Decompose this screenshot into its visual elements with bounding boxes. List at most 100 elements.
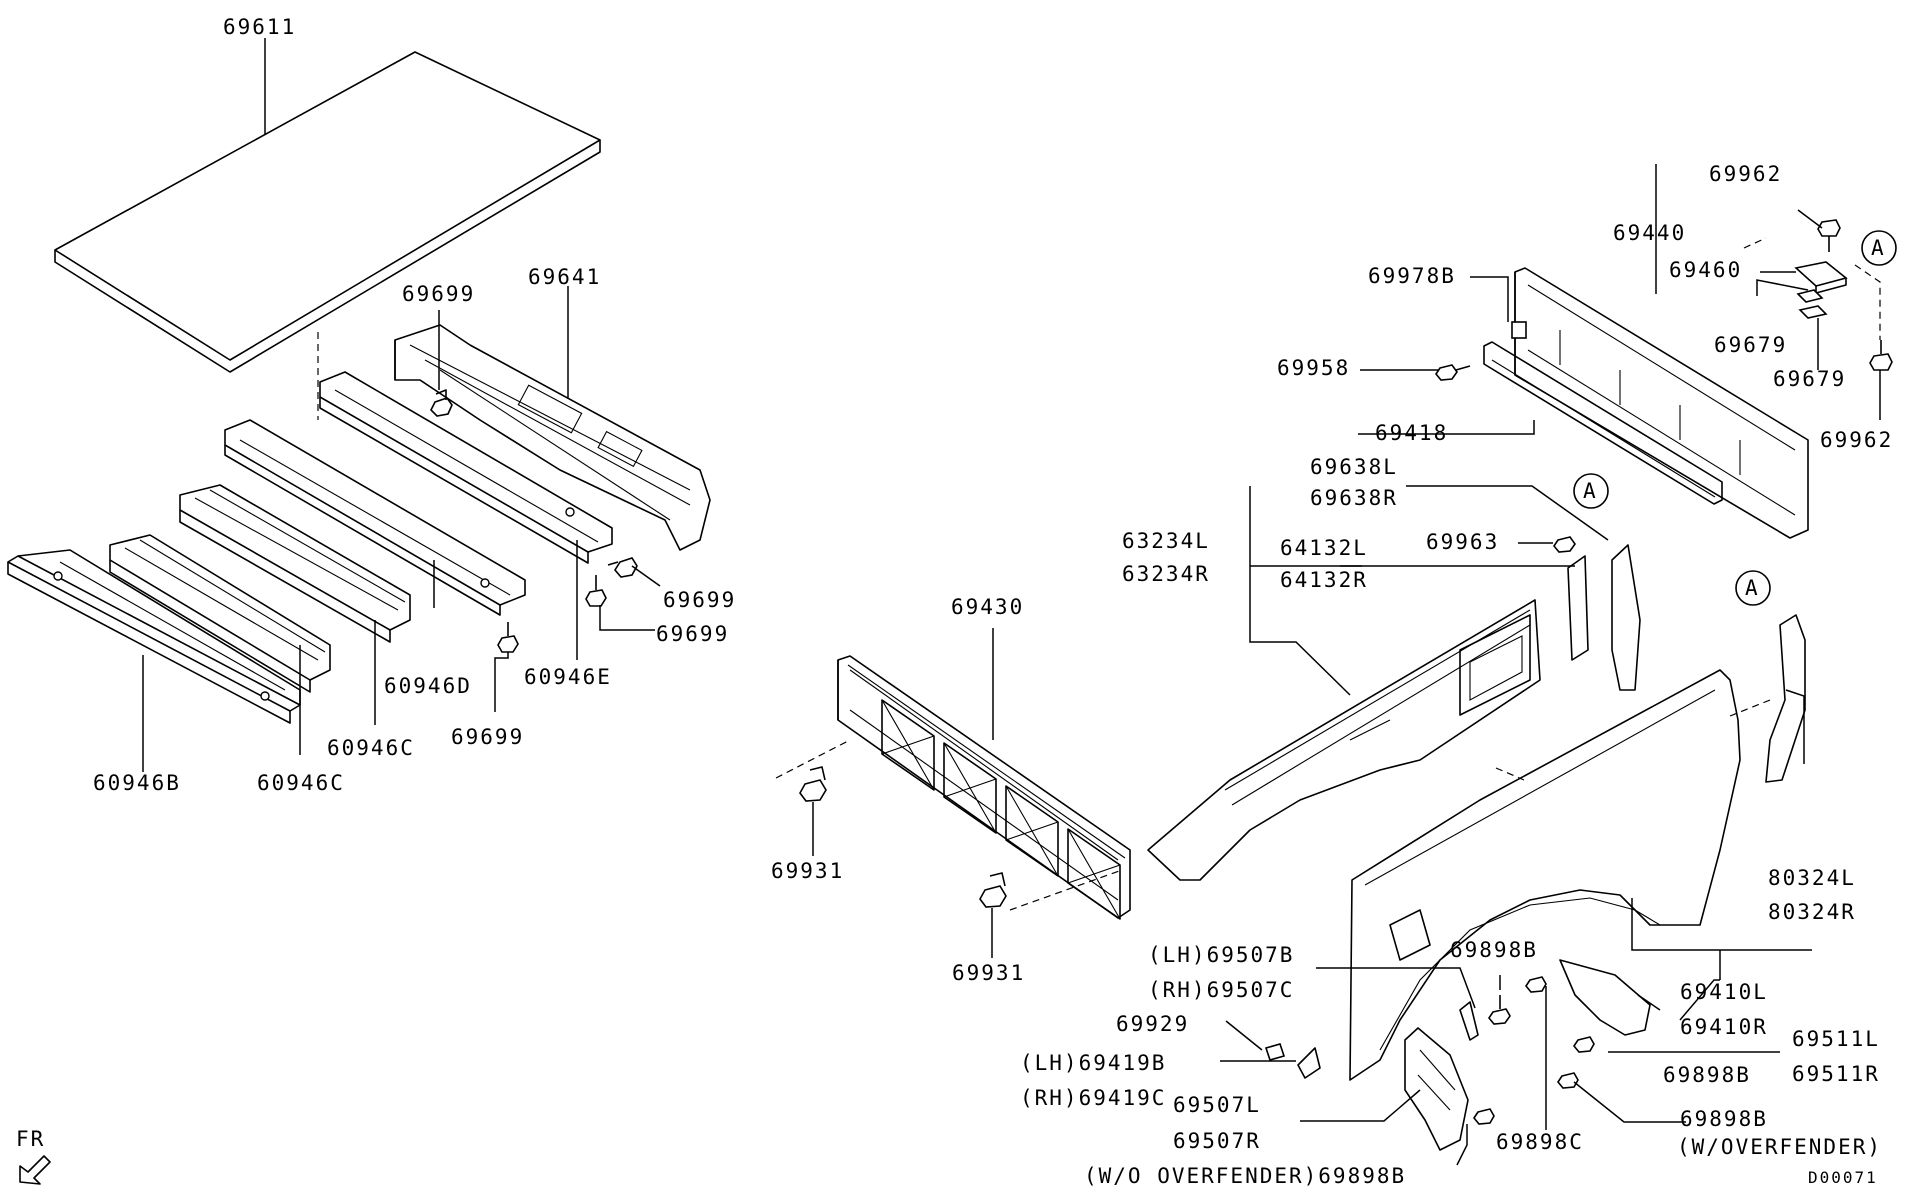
- washer-69679-a[interactable]: [1796, 289, 1824, 303]
- bolt-69898B-c[interactable]: [1557, 1072, 1579, 1089]
- label-60946C-upper[interactable]: 60946C: [327, 736, 415, 760]
- floor-rib-inner: [186, 118, 528, 319]
- mudguard-69507[interactable]: [1404, 1027, 1469, 1151]
- bolt-69898B-b[interactable]: [1573, 1036, 1595, 1053]
- floor-rib-inner: [123, 86, 462, 280]
- clip-69978B[interactable]: [1511, 321, 1527, 339]
- label-63234L[interactable]: 63234L: [1122, 529, 1210, 553]
- label-69962-top[interactable]: 69962: [1709, 162, 1782, 186]
- washer-69679-b[interactable]: [1798, 305, 1828, 319]
- label-69641[interactable]: 69641: [528, 265, 601, 289]
- label-69898B-c-note[interactable]: (W/OVERFENDER): [1677, 1135, 1882, 1159]
- label-69898B-d[interactable]: (W/O OVERFENDER)69898B: [1084, 1164, 1406, 1187]
- bolt-69898C[interactable]: [1525, 976, 1547, 993]
- tailgate-trim-69418[interactable]: [1483, 341, 1723, 505]
- label-69611[interactable]: 69611: [223, 15, 296, 39]
- label-69898B-b[interactable]: 69898B: [1663, 1063, 1751, 1087]
- clip-69929[interactable]: [1264, 1043, 1286, 1061]
- bolt-69699-d[interactable]: [497, 622, 519, 653]
- label-69699-a[interactable]: 69699: [402, 282, 475, 306]
- label-69638R[interactable]: 69638R: [1310, 486, 1398, 510]
- stake-pocket-69638[interactable]: [1611, 544, 1641, 691]
- callout-a-3[interactable]: A: [1735, 570, 1771, 606]
- label-69460[interactable]: 69460: [1669, 258, 1742, 282]
- label-69507L[interactable]: 69507L: [1173, 1093, 1261, 1117]
- part-labels: 69611 69641 69699 69699 69699 69699 6094…: [93, 15, 1893, 1187]
- bolt-69699-a[interactable]: [430, 389, 453, 417]
- label-69410L[interactable]: 69410L: [1680, 980, 1768, 1004]
- bolt-69931-right[interactable]: [979, 872, 1007, 908]
- bolt-69931-left[interactable]: [799, 766, 827, 802]
- label-69898C[interactable]: 69898C: [1496, 1130, 1584, 1154]
- inner-side-panel-63234[interactable]: [1147, 599, 1541, 881]
- label-69638L[interactable]: 69638L: [1310, 455, 1398, 479]
- reinforcement-80324[interactable]: [1765, 614, 1806, 783]
- crossmember-60946C-lower[interactable]: [109, 534, 331, 693]
- stake-pocket-64132[interactable]: [1567, 555, 1589, 661]
- label-64132R[interactable]: 64132R: [1280, 568, 1368, 592]
- front-direction-indicator: FR: [16, 1127, 51, 1185]
- label-64132L[interactable]: 64132L: [1280, 536, 1368, 560]
- label-69507C[interactable]: (RH)69507C: [1148, 978, 1294, 1002]
- label-69699-d[interactable]: 69699: [451, 725, 524, 749]
- bolt-69963[interactable]: [1553, 536, 1576, 553]
- label-69699-c[interactable]: 69699: [656, 622, 729, 646]
- label-69958[interactable]: 69958: [1277, 356, 1350, 380]
- crossmember-60946E[interactable]: [319, 371, 613, 564]
- label-69699-b[interactable]: 69699: [663, 588, 736, 612]
- panel-window-brace: [1067, 828, 1121, 920]
- assembly-dash-lines: [317, 237, 1881, 911]
- label-80324L[interactable]: 80324L: [1768, 866, 1856, 890]
- splash-guard-69511[interactable]: [1559, 959, 1651, 1036]
- floor-rib-inner: [161, 105, 502, 303]
- label-69419B[interactable]: (LH)69419B: [1020, 1051, 1166, 1075]
- diagram-code: D00071: [1808, 1168, 1878, 1187]
- label-60946E[interactable]: 60946E: [524, 665, 612, 689]
- bolt-69699-b[interactable]: [607, 557, 638, 578]
- bed-floor-panel-69611[interactable]: [54, 51, 601, 373]
- label-80324R[interactable]: 80324R: [1768, 900, 1856, 924]
- bolt-69962-top[interactable]: [1817, 219, 1841, 252]
- label-69963[interactable]: 69963: [1426, 530, 1499, 554]
- label-63234R[interactable]: 63234R: [1122, 562, 1210, 586]
- label-69430[interactable]: 69430: [951, 595, 1024, 619]
- crossmember-60946D[interactable]: [224, 419, 526, 616]
- bolt-69958[interactable]: [1435, 364, 1471, 381]
- tailgate-69440[interactable]: [1514, 267, 1809, 539]
- crossmember-60946B[interactable]: [7, 549, 301, 724]
- label-69507B[interactable]: (LH)69507B: [1148, 943, 1294, 967]
- bolt-69898B-d[interactable]: [1473, 1108, 1495, 1125]
- hinge-69460[interactable]: [1794, 261, 1848, 294]
- bolt-69962-bottom[interactable]: [1869, 340, 1893, 371]
- label-69410R[interactable]: 69410R: [1680, 1015, 1768, 1039]
- label-69419C[interactable]: (RH)69419C: [1020, 1086, 1166, 1110]
- crossmember-60946C-upper[interactable]: [179, 484, 411, 643]
- outer-fender-69410[interactable]: [1349, 669, 1741, 1081]
- label-69962-bottom[interactable]: 69962: [1820, 428, 1893, 452]
- label-69931-left[interactable]: 69931: [771, 859, 844, 883]
- label-69898B-c[interactable]: 69898B: [1680, 1107, 1768, 1131]
- bolt-69898B-a[interactable]: [1488, 995, 1511, 1025]
- front-panel-69430[interactable]: [837, 655, 1131, 920]
- label-69978B[interactable]: 69978B: [1368, 264, 1456, 288]
- label-60946D[interactable]: 60946D: [384, 674, 472, 698]
- bracket-69507B[interactable]: [1459, 1001, 1479, 1041]
- bolt-69699-c[interactable]: [585, 575, 607, 607]
- label-69418[interactable]: 69418: [1375, 421, 1448, 445]
- label-60946B[interactable]: 60946B: [93, 771, 181, 795]
- label-69898B-a[interactable]: 69898B: [1450, 938, 1538, 962]
- trim-69419[interactable]: [1297, 1047, 1321, 1079]
- label-69511L[interactable]: 69511L: [1792, 1027, 1880, 1051]
- label-69931-right[interactable]: 69931: [952, 961, 1025, 985]
- label-69679-b[interactable]: 69679: [1773, 367, 1846, 391]
- label-69679-a[interactable]: 69679: [1714, 333, 1787, 357]
- label-69507R[interactable]: 69507R: [1173, 1129, 1261, 1153]
- rear-crossmember-69641[interactable]: [394, 324, 711, 551]
- label-69929[interactable]: 69929: [1116, 1012, 1189, 1036]
- callout-a-2[interactable]: A: [1573, 473, 1609, 509]
- label-69511R[interactable]: 69511R: [1792, 1062, 1880, 1086]
- callout-a-1[interactable]: A: [1861, 230, 1897, 266]
- floor-rib-inner: [173, 111, 515, 311]
- label-69440[interactable]: 69440: [1613, 221, 1686, 245]
- label-60946C-lower[interactable]: 60946C: [257, 771, 345, 795]
